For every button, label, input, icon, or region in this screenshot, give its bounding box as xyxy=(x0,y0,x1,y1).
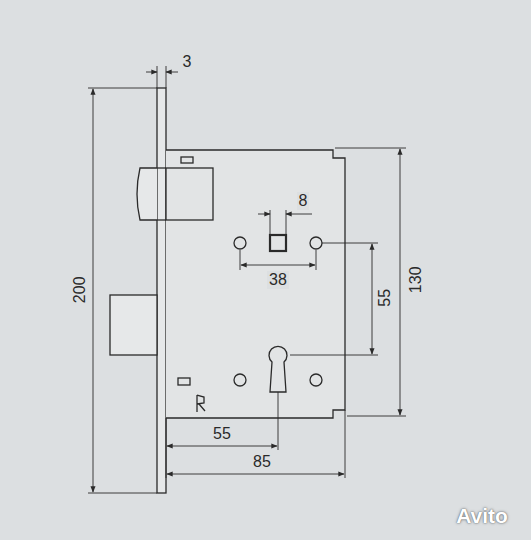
dimension-value: 3 xyxy=(181,53,194,71)
dimension-lines-part xyxy=(241,265,315,266)
dimension-lines-part xyxy=(258,214,270,215)
lock-body-part xyxy=(234,237,246,249)
lock-body xyxy=(110,88,345,493)
lock-body-part xyxy=(157,219,166,220)
lock-body-part xyxy=(310,237,322,249)
lock-body-part xyxy=(197,395,205,412)
dimension-lines-part xyxy=(335,148,406,149)
lock-body-part xyxy=(166,168,213,220)
dimension-value: 130 xyxy=(406,265,424,296)
dimension-lines-part xyxy=(93,89,94,492)
dimension-lines-part xyxy=(167,446,277,447)
dimension-lines-part xyxy=(146,72,157,73)
dimension-value: 38 xyxy=(267,271,289,289)
dimension-lines-part xyxy=(166,72,178,73)
dimension-lines-part xyxy=(286,214,312,215)
lock-body-part xyxy=(110,295,157,355)
dimension-lines-part xyxy=(166,66,167,88)
dimension-lines-part xyxy=(322,243,378,244)
dimension-lines-part xyxy=(157,66,158,88)
dimension-lines-part xyxy=(240,250,241,270)
lock-body-part xyxy=(234,374,246,386)
lock-body-part xyxy=(137,168,157,220)
dimension-value: 85 xyxy=(251,453,273,471)
lock-body-part xyxy=(310,374,322,386)
lock-body-part xyxy=(181,157,193,163)
lock-body-part xyxy=(157,167,166,168)
lock-body-part xyxy=(269,346,287,392)
dimension-lines-part xyxy=(372,244,373,354)
dimension-lines-part xyxy=(347,416,406,417)
lock-body-part xyxy=(178,378,190,385)
dimension-value: 200 xyxy=(70,275,88,306)
lock-body-part xyxy=(270,235,286,251)
watermark: Avito xyxy=(456,504,508,527)
dimension-lines-part xyxy=(167,474,344,475)
dimension-lines-part xyxy=(400,149,401,415)
dimension-lines-part xyxy=(166,418,167,478)
dimension-lines-part xyxy=(316,250,317,270)
dimension-value: 8 xyxy=(297,192,310,210)
dimension-lines-part xyxy=(290,355,378,356)
dimension-lines-part xyxy=(278,392,279,450)
lock-body-part xyxy=(166,150,345,418)
dimension-value: 55 xyxy=(211,425,233,443)
dimension-value: 55 xyxy=(376,287,394,309)
dimension-lines-part xyxy=(88,493,157,494)
dimension-lines xyxy=(88,66,406,493)
dimension-lines-part xyxy=(88,88,157,89)
dimension-lines-part xyxy=(345,410,346,478)
lock-body-part xyxy=(157,88,166,493)
